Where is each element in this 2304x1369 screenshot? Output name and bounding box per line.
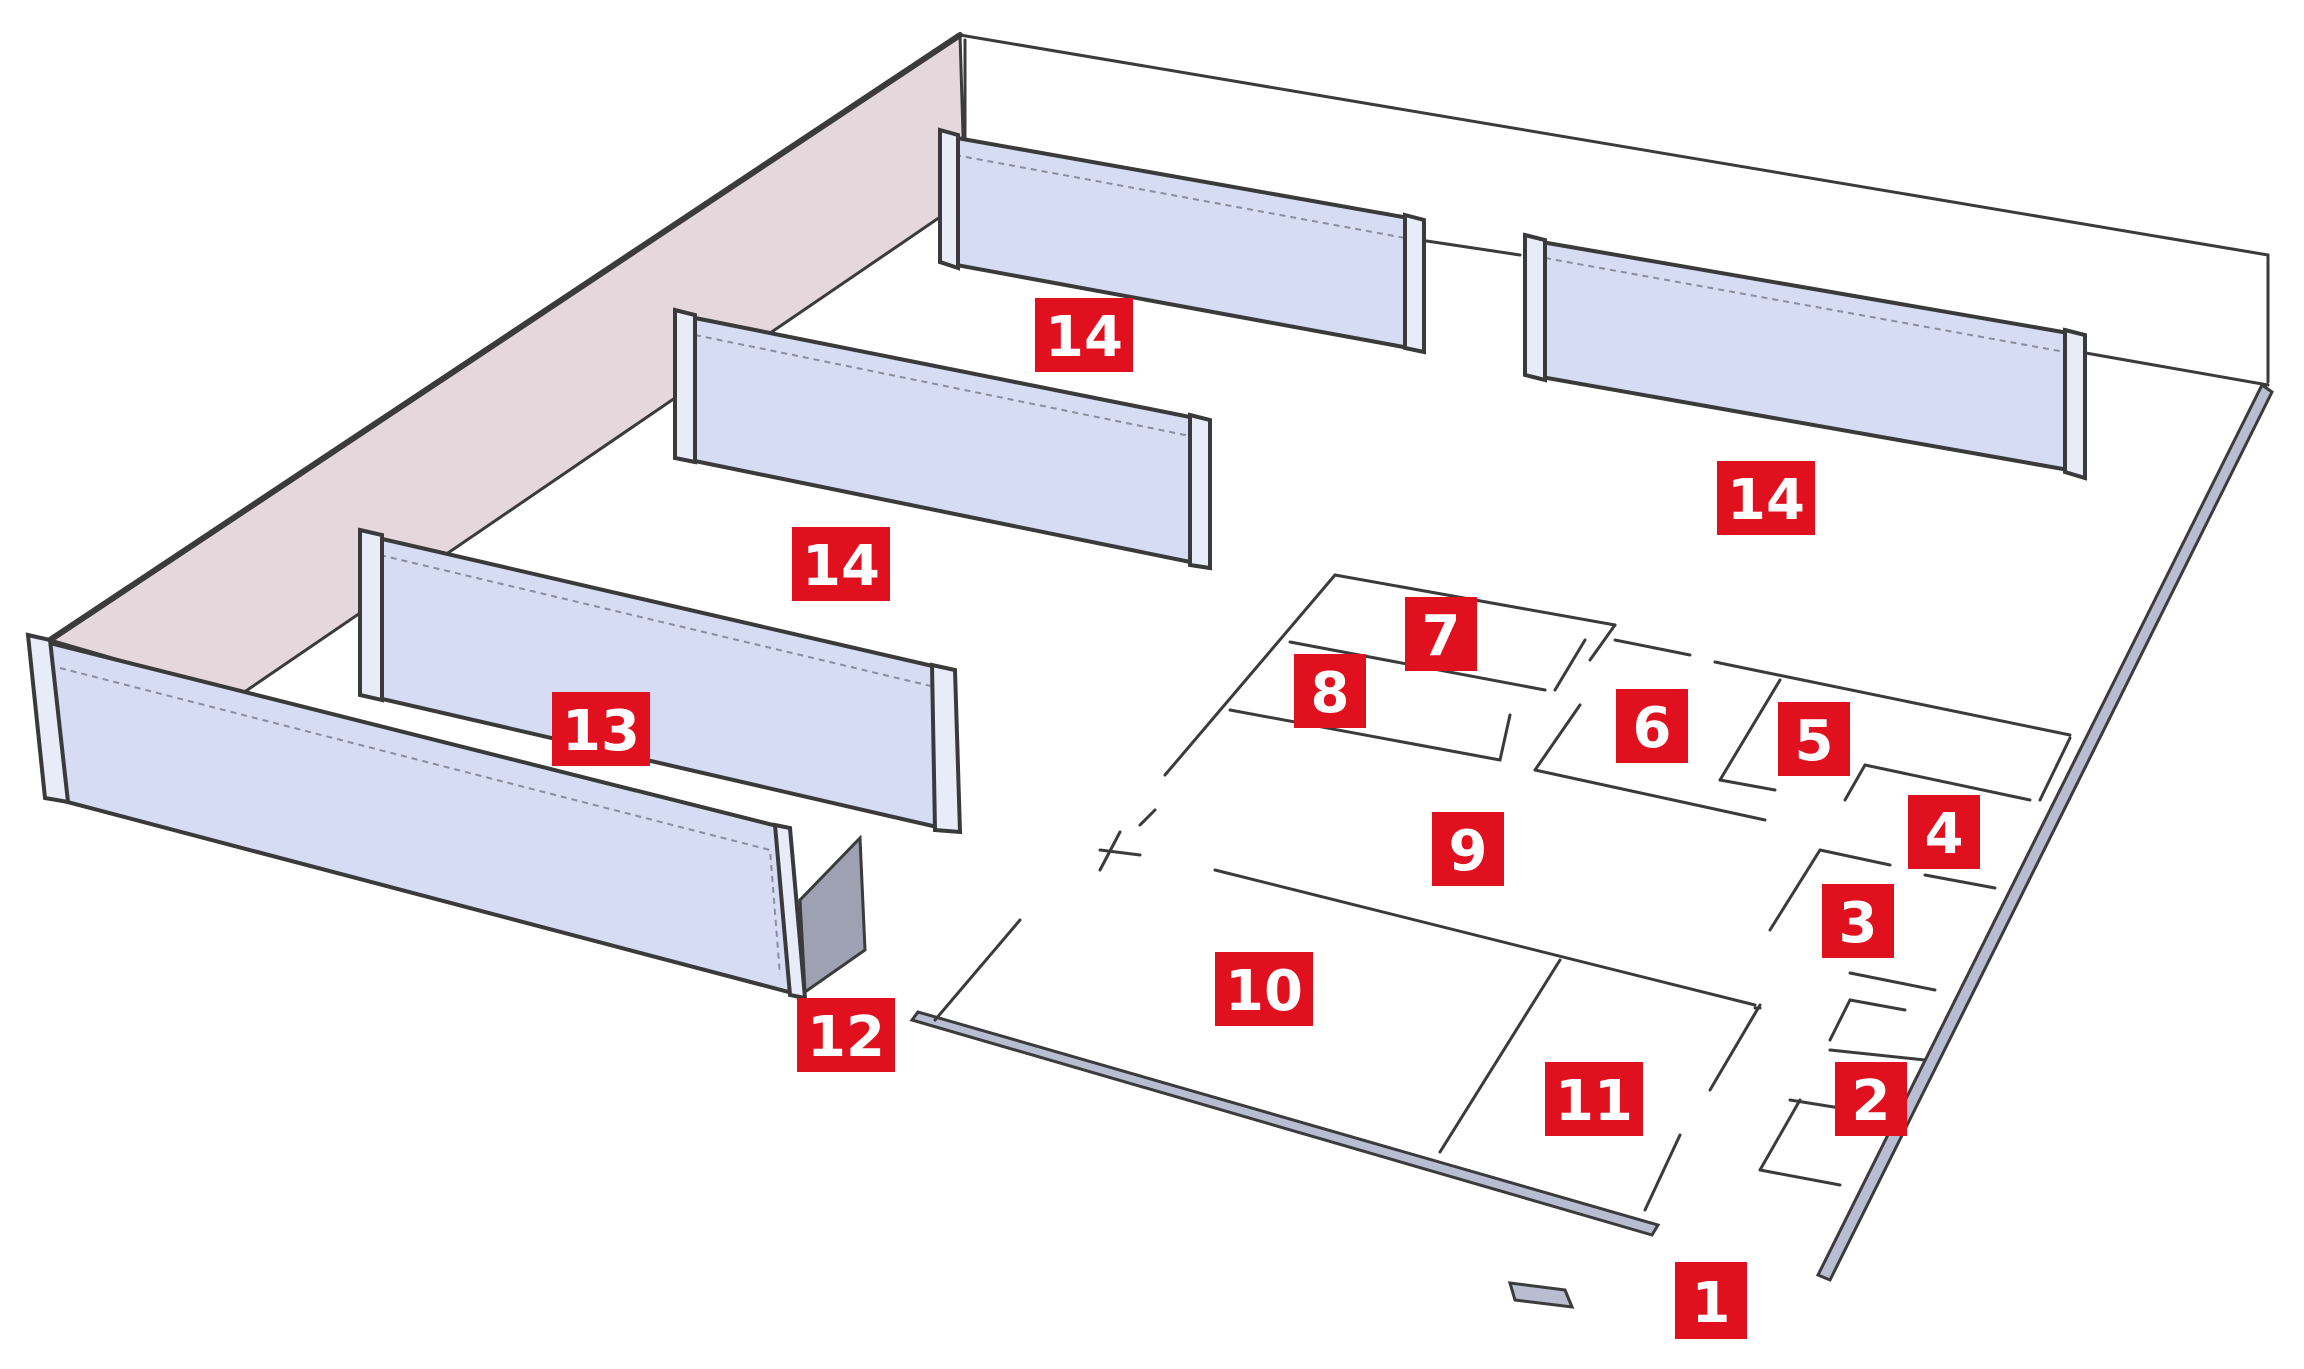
label-11-text: 11	[1555, 1069, 1633, 1134]
display-panel-top-right	[1523, 232, 2087, 481]
label-12: 12	[797, 998, 895, 1072]
label-14-top: 14	[1035, 298, 1133, 372]
label-14-right: 14	[1717, 461, 1815, 535]
label-12-text: 12	[807, 1005, 885, 1070]
label-4: 4	[1908, 795, 1980, 869]
label-8: 8	[1294, 654, 1366, 728]
room-walls	[933, 573, 2072, 1212]
label-1-text: 1	[1692, 1271, 1731, 1336]
label-14b-text: 14	[1045, 305, 1123, 370]
right-outer-wall	[1815, 382, 2274, 1282]
label-14-center-left: 14	[792, 527, 890, 601]
entrance-mat	[1507, 1281, 1575, 1309]
front-wall	[909, 1010, 1661, 1237]
outer-back-wall	[958, 33, 2270, 387]
label-5: 5	[1778, 702, 1850, 776]
label-6-text: 6	[1633, 696, 1672, 761]
label-9-text: 9	[1449, 819, 1488, 884]
label-2-text: 2	[1852, 1069, 1891, 1134]
label-7-text: 7	[1422, 604, 1461, 669]
label-13-text: 13	[562, 699, 640, 764]
label-11: 11	[1545, 1062, 1643, 1136]
display-panel-front	[25, 632, 867, 1001]
label-10: 10	[1215, 952, 1313, 1026]
label-10-text: 10	[1225, 959, 1303, 1024]
label-3: 3	[1822, 884, 1894, 958]
label-14c-text: 14	[1727, 468, 1805, 533]
label-6: 6	[1616, 689, 1688, 763]
label-2: 2	[1835, 1062, 1907, 1136]
label-14a-text: 14	[802, 534, 880, 599]
label-4-text: 4	[1925, 802, 1964, 867]
label-8-text: 8	[1311, 661, 1350, 726]
display-panel-13	[358, 527, 963, 835]
label-5-text: 5	[1795, 709, 1834, 774]
label-1: 1	[1675, 1262, 1747, 1339]
label-7: 7	[1405, 597, 1477, 671]
label-13: 13	[552, 692, 650, 766]
label-9: 9	[1432, 812, 1504, 886]
display-panel-top-center	[938, 127, 1426, 355]
label-3-text: 3	[1839, 891, 1878, 956]
display-panel-middle	[673, 307, 1212, 571]
